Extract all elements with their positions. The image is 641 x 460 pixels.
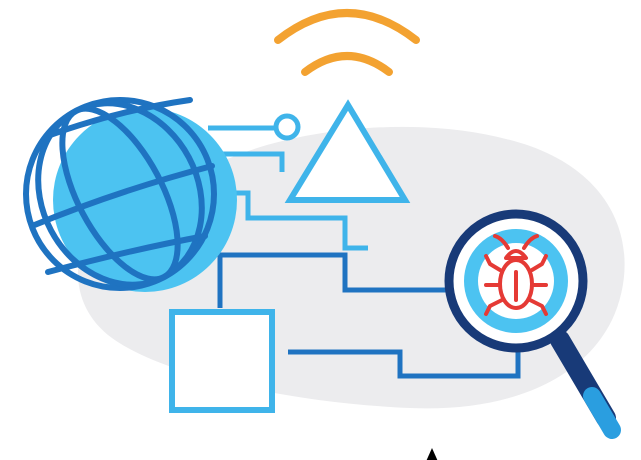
wifi-arc-inner [301,52,393,76]
magnifier-handle-light [583,387,621,439]
magnifying-glass-icon [444,209,621,439]
globe-meridian-2 [35,100,205,288]
globe-icon [23,97,237,292]
globe-equator [29,163,215,229]
square-node-icon [169,309,275,413]
mouse-cursor-icon [426,448,438,460]
triangle-node-icon [284,99,411,203]
connection-lines-dark [217,252,521,379]
globe-latitude-lower [45,233,208,275]
wifi-signal-icon [274,9,420,76]
globe-to-bug-line [232,190,368,251]
square-to-lens-line [288,349,521,379]
node-circle [273,113,301,141]
globe-outline [23,97,217,291]
bug-icon [484,234,548,316]
globe-to-triangle-line [215,151,285,172]
globe-latitude-upper [47,97,193,138]
connection-lines-light [208,125,368,251]
wifi-arc-outer [274,9,420,44]
square-to-globe-line [217,252,460,308]
